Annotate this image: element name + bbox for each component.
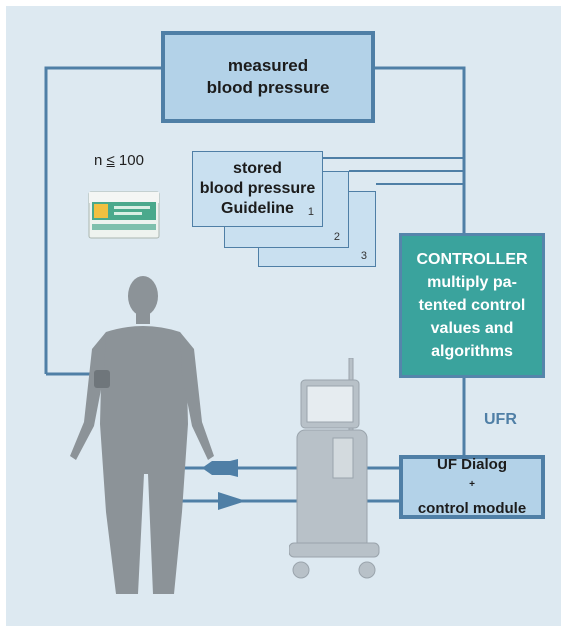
card-number-1: 1	[307, 206, 314, 218]
measured-bp-line2: blood pressure	[206, 78, 330, 97]
uf-control-module-box: UF Dialog + control module	[399, 455, 545, 519]
controller-line4: values and	[430, 320, 514, 337]
uf-module-name: UF Dialog	[437, 456, 507, 473]
guideline-line2: blood pressure	[199, 180, 316, 197]
guideline-card-1: stored blood pressure Guideline 1	[192, 151, 323, 227]
measured-bp-box: measured blood pressure	[161, 31, 375, 123]
cuff-to-bp-line	[44, 66, 161, 374]
dialysis-machine-icon	[289, 358, 380, 579]
sample-size-operator: ≤	[106, 152, 115, 169]
bp-to-controller-line	[375, 66, 466, 233]
connection-lines	[44, 66, 466, 510]
measured-bp-line1: measured	[227, 56, 309, 75]
sample-size-label: n ≤ 100	[94, 152, 144, 169]
ufr-label: UFR	[484, 411, 517, 428]
controller-line3: tented control	[418, 297, 526, 314]
controller-title: CONTROLLER	[416, 251, 528, 268]
right-arrow-head	[218, 492, 246, 510]
sample-size-value: 100	[114, 152, 144, 169]
blood-pressure-cuff	[94, 370, 110, 388]
card-number-3: 3	[360, 250, 367, 262]
guideline-document-icon	[88, 191, 160, 239]
guideline-line1: stored	[233, 160, 282, 177]
controller-box: CONTROLLER multiply pa- tented control v…	[399, 233, 545, 378]
uf-module-line2: control module	[417, 500, 527, 517]
diagram-canvas: measured blood pressure 3 2 stored blood…	[6, 6, 561, 626]
left-arrow-body	[202, 459, 238, 477]
controller-line5: algorithms	[431, 343, 513, 360]
sample-size-prefix: n	[94, 152, 107, 169]
uf-module-superscript: +	[469, 479, 475, 490]
card-number-2: 2	[333, 231, 340, 243]
controller-line2: multiply pa-	[427, 274, 517, 291]
uf-module-line1: UF Dialog +	[437, 455, 507, 499]
guideline-line3: Guideline	[221, 200, 294, 217]
patient-figure	[70, 276, 214, 594]
